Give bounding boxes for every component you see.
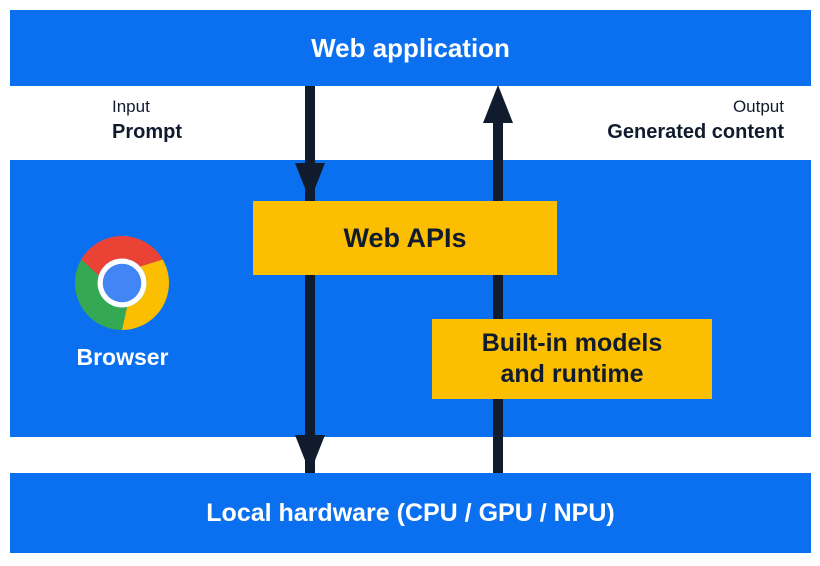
output-flow-arrow-line (493, 100, 503, 473)
input-value: Prompt (112, 121, 182, 143)
web-application-bar: Web application (10, 10, 811, 86)
output-flow-arrowhead-to-web-app (483, 85, 513, 123)
input-flow-arrowhead-to-hardware (295, 435, 325, 473)
web-apis-box: Web APIs (253, 201, 557, 275)
web-application-label: Web application (311, 32, 510, 63)
chrome-logo-icon (75, 236, 169, 330)
output-value: Generated content (607, 121, 784, 143)
builtin-models-box: Built-in models and runtime (432, 319, 712, 399)
local-hardware-bar: Local hardware (CPU / GPU / NPU) (10, 473, 811, 553)
builtin-models-label-line1: Built-in models (481, 329, 663, 357)
output-label-group: Output Generated content (607, 95, 784, 146)
output-title: Output (732, 97, 784, 116)
local-hardware-label: Local hardware (CPU / GPU / NPU) (206, 498, 615, 527)
input-flow-arrow-line (305, 86, 315, 473)
builtin-models-label-line2: and runtime (500, 360, 644, 388)
input-flow-arrowhead-to-web-apis (295, 163, 325, 201)
input-label-group: Input Prompt (112, 95, 182, 146)
input-title: Input (112, 97, 150, 116)
browser-label: Browser (76, 344, 169, 370)
web-apis-label: Web APIs (343, 222, 467, 253)
